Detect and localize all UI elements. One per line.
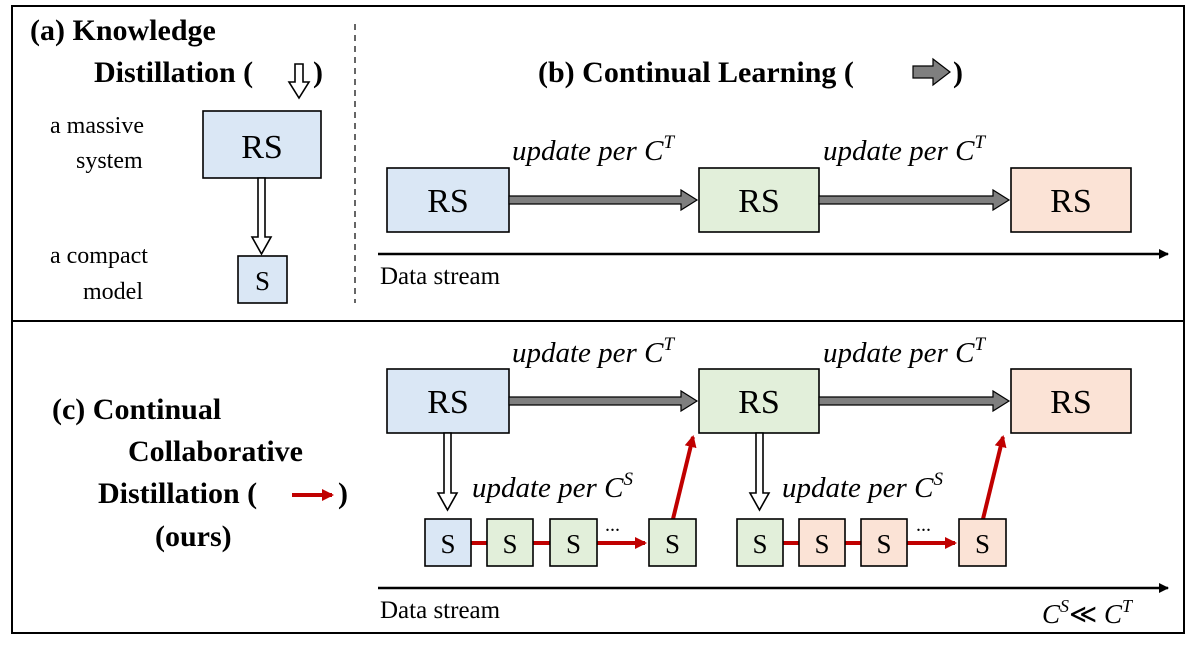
panel-c: (c) Continual Collaborative Distillation… (52, 334, 1169, 629)
update-arrow-c-2 (818, 389, 1011, 413)
panel-b-title: (b) Continual Learning ( (538, 56, 854, 89)
compact-model-label-line1: a compact (50, 243, 148, 269)
massive-system-box-label: RS (241, 129, 283, 166)
ellipsis-g2: ... (916, 514, 931, 536)
red-diagonal-arrow-1 (671, 435, 697, 520)
rs-box-c-2 (698, 368, 820, 434)
student-box-g2-3 (860, 518, 908, 567)
distill-down-arrow (250, 177, 273, 256)
panel-c-title-line1: (c) Continual (52, 393, 221, 426)
panel-c-student-update-label-2: update per CS (782, 469, 943, 504)
student-box-g2-4-label: S (975, 529, 990, 559)
panel-a-title-line1: (a) Knowledge (30, 14, 216, 47)
gray-right-arrow-icon (912, 57, 951, 87)
compact-model-box-label: S (255, 266, 270, 296)
rs-box-b-1-label: RS (427, 183, 469, 220)
student-box-g2-2-label: S (814, 529, 829, 559)
hollow-down-arrow-icon (287, 63, 311, 100)
panel-b: (b) Continual Learning ( ) update per CT… (378, 56, 1169, 290)
rs-box-c-3-label: RS (1050, 384, 1092, 421)
panel-c-teacher-update-label-2: update per CT (823, 334, 986, 369)
update-arrow-b-1 (508, 188, 699, 212)
panel-c-teacher-update-label-1: update per CT (512, 334, 675, 369)
panel-c-title-line2: Collaborative (128, 435, 303, 468)
panel-c-title-close: ) (338, 477, 348, 510)
student-box-g1-2-label: S (502, 529, 517, 559)
student-box-g1-3 (549, 518, 598, 567)
panel-c-title-line4: (ours) (155, 520, 232, 553)
panel-c-title-line3: Distillation ( (98, 477, 257, 510)
rs-box-b-3 (1010, 167, 1132, 233)
compact-model-label-line2: model (83, 279, 143, 305)
rs-box-b-2 (698, 167, 820, 233)
student-box-g1-3-label: S (566, 529, 581, 559)
student-box-g1-4 (648, 518, 697, 567)
student-box-g1-2 (486, 518, 534, 567)
rs-box-b-2-label: RS (738, 183, 780, 220)
student-box-g2-3-label: S (876, 529, 891, 559)
rs-box-b-1 (386, 167, 510, 233)
frequency-relation: CS≪ CT (1042, 596, 1134, 629)
panel-a-title-line2: Distillation ( (94, 56, 253, 89)
outer-frame (11, 5, 1185, 634)
student-box-g1-1-label: S (440, 529, 455, 559)
massive-system-label-line1: a massive (50, 113, 144, 139)
student-box-g2-4 (958, 518, 1007, 567)
massive-system-box (202, 110, 322, 179)
ellipsis-g1: ... (605, 514, 620, 536)
update-arrow-c-1 (508, 389, 699, 413)
panel-c-student-update-label-1: update per CS (472, 469, 633, 504)
distill-arrow-c-2 (748, 432, 771, 512)
panel-b-title-close: ) (953, 56, 963, 89)
compact-model-box (237, 255, 288, 304)
rs-box-c-3 (1010, 368, 1132, 434)
massive-system-label-line2: system (76, 148, 143, 174)
data-stream-label-c: Data stream (380, 597, 501, 624)
student-box-g2-1-label: S (752, 529, 767, 559)
panel-a: (a) Knowledge Distillation ( ) a massive… (30, 14, 323, 305)
student-box-g1-1 (424, 518, 472, 567)
student-box-g2-1 (736, 518, 784, 567)
distill-arrow-c-1 (436, 432, 459, 512)
rs-box-c-2-label: RS (738, 384, 780, 421)
student-box-g1-4-label: S (665, 529, 680, 559)
panel-b-update-label-2: update per CT (823, 132, 986, 167)
rs-box-b-3-label: RS (1050, 183, 1092, 220)
student-box-g2-2 (798, 518, 846, 567)
update-arrow-b-2 (818, 188, 1011, 212)
panel-b-update-label-1: update per CT (512, 132, 675, 167)
data-stream-label-b: Data stream (380, 263, 501, 290)
panel-a-title-close: ) (313, 56, 323, 89)
red-diagonal-arrow-2 (981, 435, 1007, 520)
rs-box-c-1-label: RS (427, 384, 469, 421)
